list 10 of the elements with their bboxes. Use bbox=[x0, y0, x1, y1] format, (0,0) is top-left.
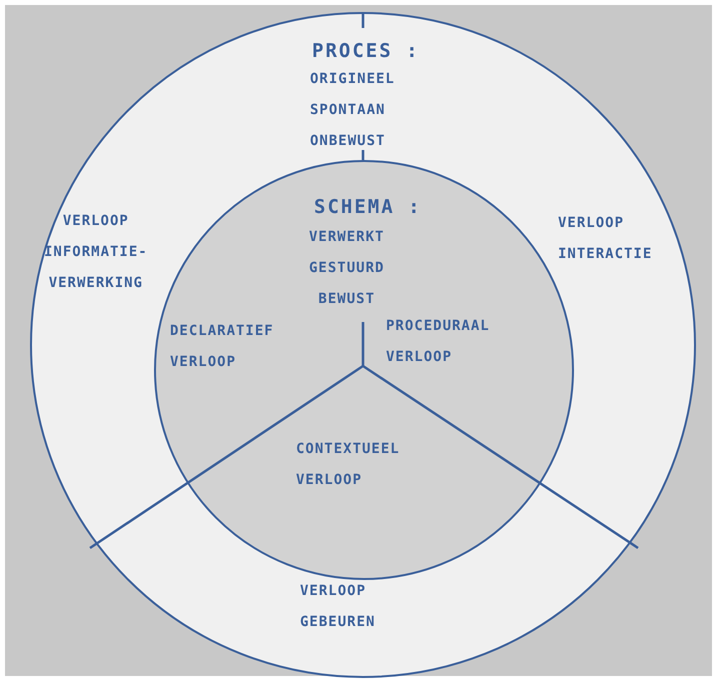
sector-label: VERLOOP INTERACTIE bbox=[558, 214, 652, 264]
heading: SCHEMA : bbox=[314, 195, 422, 220]
sector-label: VERLOOP GEBEUREN bbox=[300, 582, 376, 632]
sector-label: PROCEDURAAL VERLOOP bbox=[386, 317, 490, 367]
sector-label: DECLARATIEF VERLOOP bbox=[170, 322, 274, 372]
heading: PROCES : bbox=[312, 39, 420, 64]
sector-label: CONTEXTUEEL VERLOOP bbox=[296, 440, 400, 490]
item-list: ORIGINEEL SPONTAAN ONBEWUST bbox=[310, 64, 395, 157]
sector-label: VERLOOP INFORMATIE- VERWERKING bbox=[44, 212, 148, 293]
item-list: VERWERKT GESTUURD BEWUST bbox=[309, 222, 384, 315]
